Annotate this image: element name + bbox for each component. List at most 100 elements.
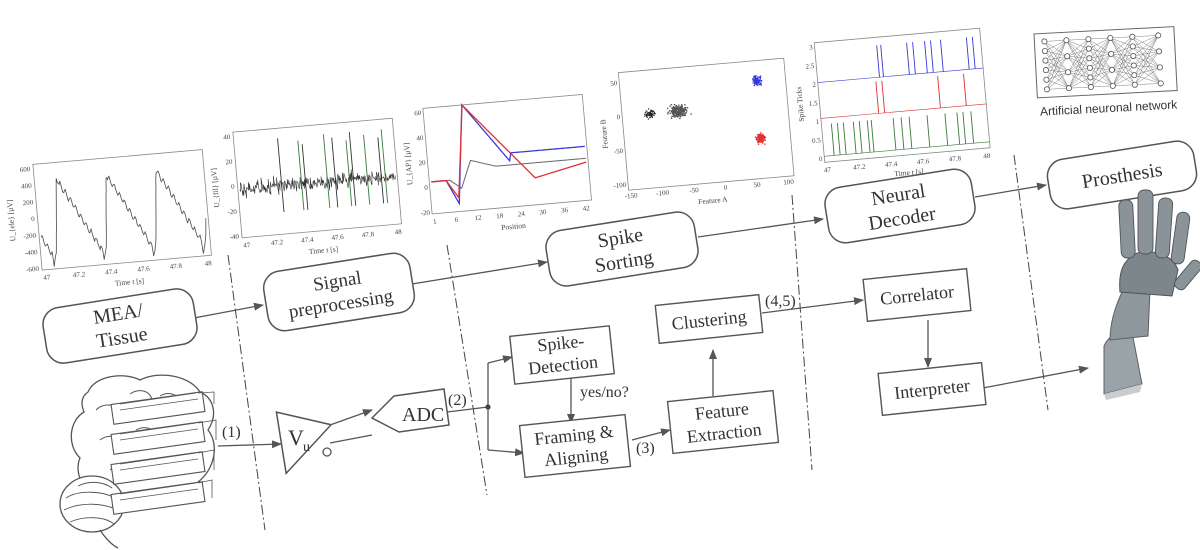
fil-ytick: 0	[231, 183, 236, 191]
ann-edge	[1111, 46, 1133, 71]
ann-caption: Artificial neuronal network	[1040, 97, 1179, 118]
plot-fil-ylabel: U_{fil} [µV]	[209, 168, 221, 208]
raw-xtick: 48	[204, 259, 212, 268]
ann-node	[1131, 72, 1138, 79]
ann-edge	[1133, 51, 1160, 66]
wave-ytick: -20	[420, 209, 430, 218]
annotation-3: (3)	[636, 440, 655, 457]
ann-edge	[1089, 53, 1112, 69]
ann-node	[1065, 85, 1072, 92]
arrow-amp-to-adc-top	[329, 409, 373, 426]
raw-ytick: 200	[22, 198, 34, 207]
raster-tick	[830, 123, 835, 156]
feature-point	[690, 113, 692, 115]
wave-xtick: 6	[454, 216, 459, 224]
raw-ytick: -200	[23, 232, 37, 241]
plot-raw-xlabel: Time t [s]	[114, 276, 144, 288]
ann-edge	[1133, 35, 1159, 57]
feature-point	[680, 107, 683, 110]
junction-dot	[485, 404, 491, 410]
ann-edge	[1068, 39, 1089, 89]
ann-node	[1043, 86, 1050, 93]
ann-edge	[1067, 58, 1090, 73]
fil-xtick: 48	[394, 228, 402, 237]
feature-point	[649, 116, 651, 119]
ann-edge	[1111, 55, 1134, 71]
ann-edge	[1044, 50, 1068, 57]
ann-edge	[1111, 65, 1134, 71]
separator-3	[791, 194, 813, 471]
ann-edge	[1090, 37, 1111, 78]
feature-point	[759, 132, 762, 134]
ann-node	[1063, 37, 1070, 44]
feature-point	[646, 116, 648, 118]
feature-point	[672, 106, 675, 109]
ticks-ytick: 1.5	[808, 99, 818, 108]
feature-point	[668, 109, 671, 112]
feature-point	[645, 110, 647, 112]
raster-tick	[870, 120, 875, 152]
feature-point	[672, 109, 675, 112]
ann-illustration: Artificial neuronal network	[1033, 26, 1179, 119]
feature-point	[653, 112, 655, 115]
ann-edge	[1089, 67, 1113, 71]
feature-point	[649, 114, 651, 117]
annotation-2: (2)	[448, 392, 467, 409]
ann-edge	[1045, 40, 1067, 61]
annotation-45: (4,5)	[765, 293, 796, 310]
ann-edge	[1044, 41, 1069, 73]
ann-edge	[1132, 35, 1159, 47]
feature-point	[684, 104, 686, 106]
ann-node	[1108, 50, 1115, 57]
feature-point	[671, 107, 673, 109]
waveform-gray	[431, 157, 586, 190]
ann-edge	[1045, 69, 1069, 73]
feature-point	[762, 135, 764, 138]
raw-ytick: 600	[19, 165, 31, 174]
stage-separators	[227, 154, 1049, 531]
ann-edge	[1111, 69, 1135, 76]
plot-ticks-rasters	[817, 36, 990, 157]
block-detection-line1: Spike-	[536, 331, 585, 356]
fil-ytick: -40	[229, 232, 239, 241]
raster-tick	[970, 111, 975, 144]
ann-edge	[1067, 38, 1089, 73]
arrow-clustering-to-correlator	[761, 297, 864, 314]
amplifier-label: V	[288, 425, 304, 450]
ann-node	[1156, 64, 1163, 71]
ann-edge	[1089, 58, 1113, 71]
feature-point	[673, 114, 675, 116]
ticks-ytick: 2	[812, 81, 817, 89]
feature-point	[685, 112, 687, 114]
raw-xtick: 47.8	[169, 262, 182, 271]
block-mea: MEA/ Tissue	[42, 288, 198, 364]
ann-edge	[1088, 37, 1111, 49]
raw-xtick: 47.2	[73, 270, 86, 279]
feature-point	[755, 82, 757, 84]
spike-line	[322, 134, 331, 209]
ann-edge	[1089, 37, 1111, 59]
ticks-ytick: 0.5	[812, 136, 822, 145]
ticks-ytick: 3	[809, 43, 814, 51]
block-neural-decoder: Neural Decoder	[824, 168, 976, 244]
raster-tick	[881, 80, 886, 113]
raster-tick	[930, 40, 934, 73]
plot-feat-xlabel: Feature A	[698, 195, 729, 207]
ticks-xtick: 47.2	[853, 163, 866, 172]
ann-edge	[1044, 50, 1069, 73]
spike-line	[377, 137, 385, 204]
feature-point	[762, 139, 764, 142]
raster-tick	[963, 73, 967, 106]
raster-tick	[962, 111, 967, 144]
wave-ytick: 0	[424, 184, 429, 192]
plot-fil-spikes	[277, 129, 389, 213]
ann-node	[1155, 32, 1162, 39]
feature-point	[673, 112, 675, 115]
ann-edge	[1111, 36, 1133, 70]
plot-fil-frame	[232, 117, 402, 239]
spike-line	[277, 138, 285, 213]
feature-point	[756, 133, 759, 136]
